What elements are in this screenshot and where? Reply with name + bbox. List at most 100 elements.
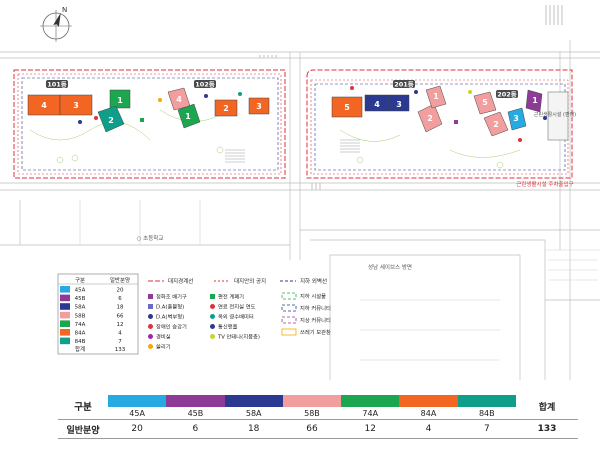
type-label: 74A (362, 408, 379, 418)
type-label: 84B (478, 408, 495, 418)
legend-swatch (60, 320, 70, 327)
legend-symbol (210, 304, 215, 309)
legend-symbol-label: D.A(출몰형) (156, 303, 184, 311)
stairs (225, 139, 360, 163)
legend-count: 20 (117, 288, 124, 294)
type-swatch (166, 394, 225, 407)
legend-count: 4 (118, 331, 122, 337)
legend-count: 66 (117, 313, 124, 319)
summary-count: 4 (399, 419, 458, 439)
legend-line-label: 지하 외벽선 (300, 277, 327, 285)
unit-block-label: 1 (185, 112, 191, 121)
unit-block-label: 5 (344, 103, 350, 112)
community-label-a: 근린생활시설 (판매) (534, 111, 576, 118)
legend-symbol (148, 334, 153, 339)
legend-symbol (148, 344, 153, 349)
legend-facility-sample (281, 304, 297, 312)
unit-block-label: 2 (223, 104, 229, 113)
legend-line-label: 대지경계선 (168, 277, 193, 285)
facility-markers (78, 86, 547, 142)
parking-lines (79, 200, 600, 380)
legend-line-label: 대지안의 공지 (234, 277, 266, 285)
unit-block-label: 2 (493, 120, 499, 129)
supply-summary-table: 구분 45A 45B 58A 58B 74A 84A 84B 합계 일반분양 2… (58, 393, 578, 439)
summary-total-header: 합계 (516, 393, 578, 420)
north-arrow: N (40, 6, 72, 42)
unit-block-label: 3 (513, 114, 519, 123)
unit-block-label: 1 (532, 96, 538, 105)
legend-count: 7 (118, 339, 122, 345)
legend-symbol-label: 경비실 (156, 333, 171, 341)
site-plan: N 4 3 1 2 4 2 1 (0, 5, 600, 380)
elementary-school-label: ○ 초등학교 (137, 234, 164, 242)
legend-symbol-label: TV 안테나(지붕층) (217, 333, 260, 341)
summary-count: 18 (224, 419, 283, 439)
legend-symbol-label: 정화조 배기구 (156, 293, 187, 301)
legend-type: 84B (75, 339, 86, 345)
unit-block-label: 3 (396, 100, 402, 109)
type-swatch (282, 394, 342, 407)
community-building: 근린생활시설 (판매) 근린생활시설 주차출입구 (516, 91, 576, 188)
legend-symbol-label: 통신맨홀 (218, 323, 238, 331)
legend-symbol-label: 옥외 영수배미터 (218, 313, 254, 321)
summary-type-cell: 74A (341, 393, 400, 420)
legend-facility-label: 쓰레기 보관창 (300, 328, 331, 336)
legend-symbol-label: 연료 전지실 연도 (218, 303, 256, 311)
building-label-201: 201동 (394, 81, 414, 89)
legend-type: 45A (75, 288, 86, 294)
crosswalks (259, 5, 563, 190)
legend-symbol (210, 314, 215, 319)
legend-symbol (148, 304, 153, 309)
summary-type-cell: 58B (282, 393, 342, 420)
community-label-b: 근린생활시설 주차출입구 (516, 180, 573, 188)
summary-count: 7 (457, 419, 516, 439)
unit-block-label: 1 (117, 96, 123, 105)
unit-block-label: 5 (482, 98, 488, 107)
legend-swatch (60, 311, 70, 319)
building-badges: 101동 102동 201동 202동 (46, 80, 518, 99)
legend-symbol-label: 장애인 승강기 (156, 323, 187, 331)
site-boundary (13, 69, 573, 179)
building-label-102: 102동 (195, 81, 215, 89)
summary-header-label: 구분 (58, 393, 108, 420)
building-label-101: 101동 (47, 81, 67, 89)
summary-type-cell: 45A (108, 393, 167, 420)
legend-type: 45B (75, 296, 86, 302)
legend-swatch (60, 337, 70, 345)
legend-type: 58A (75, 305, 86, 311)
unit-block-label: 3 (73, 101, 79, 110)
legend-total-count: 133 (115, 347, 126, 353)
legend-count: 6 (118, 296, 122, 302)
unit-block-label: 3 (256, 102, 262, 111)
type-swatch (399, 394, 458, 407)
summary-count: 66 (282, 419, 342, 439)
unit-block-label: 2 (427, 114, 433, 123)
type-label: 84A (420, 408, 437, 418)
summary-type-cell: 84B (457, 393, 516, 420)
legend-facility-label: 지하 시설물 (300, 292, 326, 300)
legend-swatch (60, 294, 70, 302)
type-label: 58A (245, 408, 262, 418)
legend-swatch (60, 303, 70, 310)
summary-type-cell: 84A (399, 393, 458, 420)
legend-symbol-label: 쓸리기 (156, 343, 171, 351)
legend-symbol-label: D.A(벽부형) (156, 313, 184, 321)
type-swatch (108, 394, 167, 407)
legend-symbol (148, 294, 153, 299)
legend-symbol (210, 334, 215, 339)
legend-facility-label: 지하 커뮤니티 (300, 304, 331, 312)
unit-blocks: 4 3 1 2 4 2 1 3 5 4 3 2 1 5 2 1 3 4 2 (27, 85, 543, 137)
legend-facility-label: 지상 커뮤니티 (300, 316, 331, 324)
legend-symbol (210, 294, 215, 299)
type-label: 45B (187, 408, 204, 418)
summary-total: 133 (516, 419, 578, 439)
type-swatch (224, 394, 283, 407)
summary-row-label: 일반분양 (58, 419, 108, 439)
legend-symbol (148, 324, 153, 329)
legend-symbol-label: 편전 계폐기 (218, 293, 244, 301)
legend-facility-sample (281, 328, 297, 336)
legend-title-count: 일반분양 (110, 276, 130, 284)
legend-type: 84A (75, 331, 86, 337)
